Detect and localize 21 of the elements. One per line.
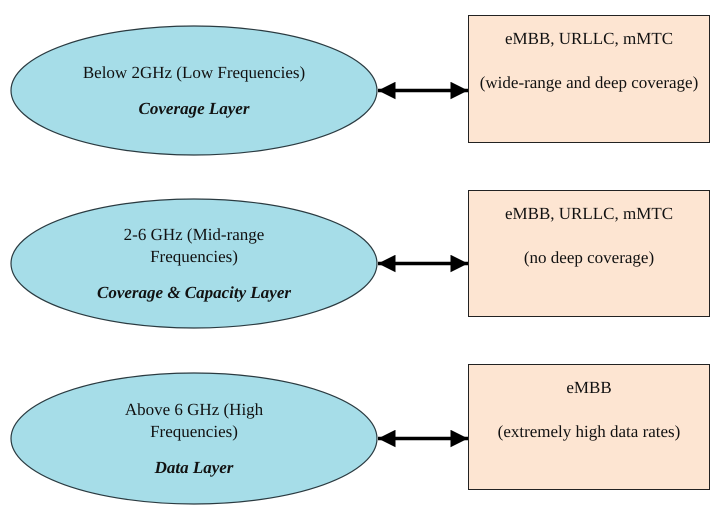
frequency-ellipse bbox=[10, 198, 378, 329]
service-note: (no deep coverage) bbox=[524, 247, 654, 269]
double-arrow bbox=[378, 82, 468, 100]
service-list: eMBB, URLLC, mMTC bbox=[504, 203, 674, 225]
frequency-ellipse bbox=[10, 372, 378, 505]
service-note: (extremely high data rates) bbox=[498, 421, 680, 443]
layer-name: Data Layer bbox=[154, 456, 234, 478]
frequency-label: 2-6 GHz (Mid-range Frequencies) bbox=[122, 224, 266, 268]
double-arrow bbox=[378, 430, 468, 448]
frequency-label: Below 2GHz (Low Frequencies) bbox=[82, 62, 306, 84]
use-case-box bbox=[468, 364, 710, 490]
layer-name: Coverage & Capacity Layer bbox=[96, 282, 292, 304]
service-list: eMBB, URLLC, mMTC bbox=[504, 28, 674, 50]
layer-name: Coverage Layer bbox=[138, 98, 250, 120]
use-case-box bbox=[468, 190, 710, 317]
service-list: eMBB bbox=[566, 377, 612, 399]
service-note: (wide-range and deep coverage) bbox=[480, 72, 698, 94]
frequency-ellipse bbox=[10, 25, 378, 156]
frequency-label: Above 6 GHz (High Frequencies) bbox=[124, 398, 264, 442]
double-arrow bbox=[378, 254, 468, 272]
use-case-box bbox=[468, 15, 710, 143]
